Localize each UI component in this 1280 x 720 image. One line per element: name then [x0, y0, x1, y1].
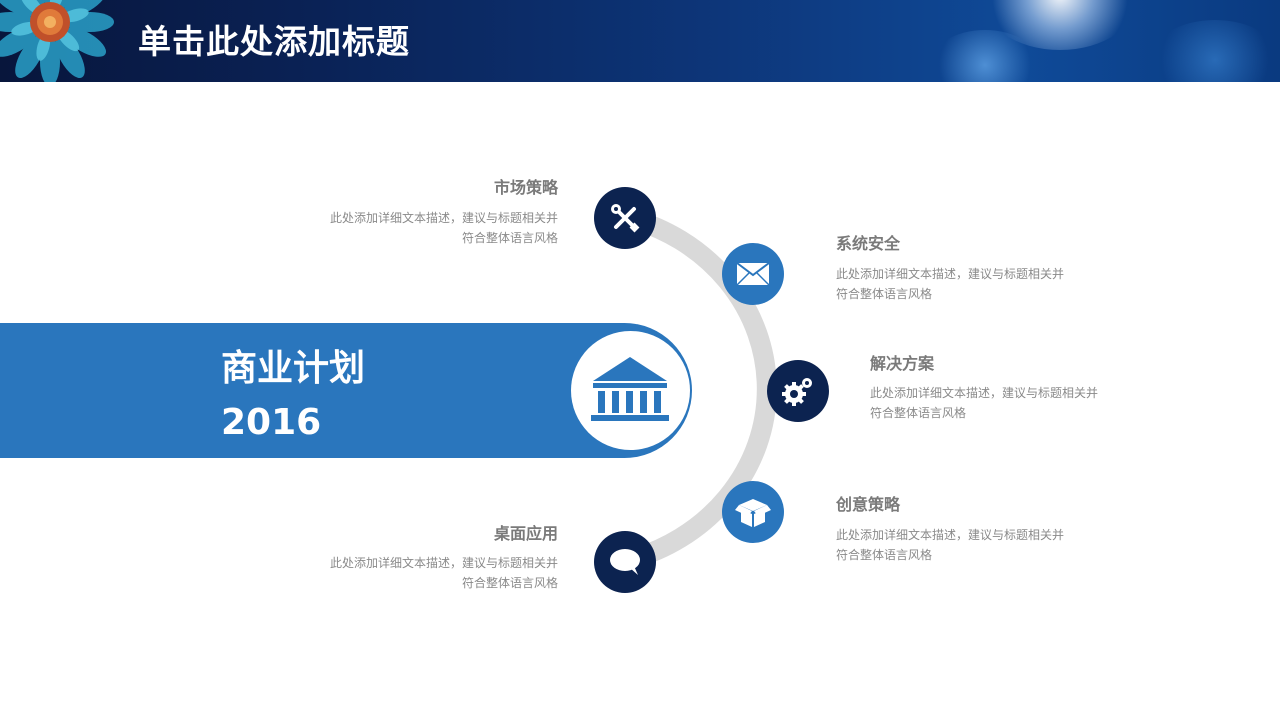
wrench-screwdriver-icon — [611, 204, 640, 233]
box-icon — [735, 499, 771, 527]
item-desc-system-security: 此处添加详细文本描述，建议与标题相关并 — [836, 267, 1065, 281]
item-desc-market-strategy: 此处添加详细文本描述，建议与标题相关并 — [329, 211, 558, 225]
item-title-system-security: 系统安全 — [836, 234, 901, 253]
bank-icon — [591, 357, 669, 421]
header-banner: 单击此处添加标题 — [0, 0, 1280, 82]
center-year: 2016 — [221, 402, 322, 443]
item-desc-solution-line2: 符合整体语言风格 — [870, 406, 967, 420]
node-market-strategy[interactable] — [594, 187, 656, 249]
item-desc-desktop-app: 此处添加详细文本描述，建议与标题相关并 — [329, 556, 558, 570]
page-title[interactable]: 单击此处添加标题 — [138, 22, 410, 61]
node-system-security[interactable] — [722, 243, 784, 305]
item-desc-creative-strategy: 此处添加详细文本描述，建议与标题相关并 — [836, 528, 1065, 542]
item-title-creative-strategy: 创意策略 — [836, 495, 901, 514]
item-title-solution: 解决方案 — [870, 354, 935, 373]
speech-bubble-icon — [610, 549, 640, 575]
flower-decoration — [0, 0, 114, 82]
center-circle — [571, 331, 690, 450]
header-light-glow — [930, 30, 1040, 82]
item-title-market-strategy: 市场策略 — [493, 178, 558, 197]
item-desc-market-strategy-line2: 符合整体语言风格 — [461, 231, 558, 245]
item-title-desktop-app: 桌面应用 — [493, 524, 558, 543]
gears-icon — [782, 378, 812, 406]
node-solution[interactable] — [767, 360, 829, 422]
item-desc-system-security-line2: 符合整体语言风格 — [836, 287, 933, 301]
envelope-icon — [736, 262, 770, 286]
node-creative-strategy[interactable] — [722, 481, 784, 543]
node-desktop-app[interactable] — [594, 531, 656, 593]
item-desc-creative-strategy-line2: 符合整体语言风格 — [836, 548, 933, 562]
header-light-glow — [1150, 20, 1280, 82]
center-title: 商业计划 — [221, 348, 366, 389]
item-desc-desktop-app-line2: 符合整体语言风格 — [461, 576, 558, 590]
item-desc-solution: 此处添加详细文本描述，建议与标题相关并 — [870, 386, 1099, 400]
